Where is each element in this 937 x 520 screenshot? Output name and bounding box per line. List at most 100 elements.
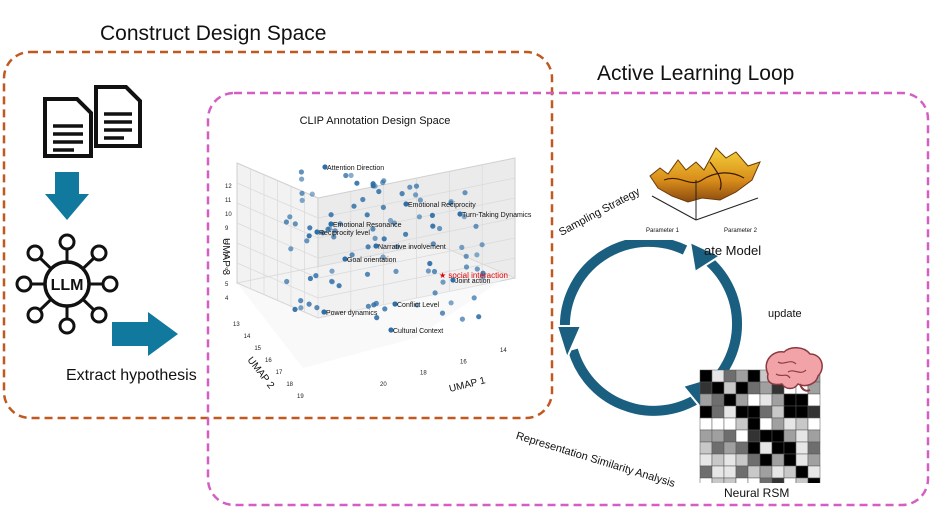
scatter-point xyxy=(307,225,313,231)
rsm-cell xyxy=(735,429,749,443)
rsm-cell xyxy=(771,441,785,455)
annotated-point xyxy=(328,221,334,227)
scatter-point xyxy=(407,184,413,190)
rsm-cell xyxy=(783,405,797,419)
scatter-point xyxy=(336,283,342,289)
z-tick-label: 9 xyxy=(225,226,229,232)
annotation-label: Joint action xyxy=(455,278,491,285)
rsm-cell xyxy=(723,465,737,479)
scatter-point xyxy=(332,228,338,234)
scatter-point xyxy=(413,183,420,189)
rsm-cell xyxy=(759,441,773,455)
rsm-cell xyxy=(747,417,761,431)
rsm-cell xyxy=(759,417,773,431)
rsm-cell xyxy=(711,441,725,455)
scatter-point xyxy=(337,221,343,227)
rsm-cell xyxy=(759,453,773,467)
chart-points xyxy=(283,169,486,322)
scatter-point xyxy=(364,271,371,277)
rsm-cell xyxy=(699,429,713,443)
scatter-point xyxy=(299,197,305,203)
clip-scatter-chart: CLIP Annotation Design Space 45678910111… xyxy=(220,115,532,400)
chart-grid xyxy=(236,164,516,313)
z-tick-label: 8 xyxy=(225,240,229,246)
scatter-point xyxy=(288,246,294,252)
z-tick-label: 7 xyxy=(225,254,229,260)
rsm-cell xyxy=(699,417,713,431)
rsm-cell xyxy=(795,393,809,407)
y-tick-label: 18 xyxy=(286,382,293,388)
scatter-point xyxy=(463,264,470,270)
scatter-point xyxy=(440,279,446,285)
z-tick-label: 12 xyxy=(225,184,232,190)
scatter-point xyxy=(414,302,420,308)
rsm-cell xyxy=(735,453,749,467)
annotation-label: Narrative involvement xyxy=(378,244,446,251)
rsm-cell xyxy=(723,381,737,395)
scatter-point xyxy=(380,204,386,210)
rsm-cell xyxy=(759,405,773,419)
annotated-point xyxy=(450,277,456,283)
annotated-point xyxy=(388,327,394,333)
annotated-point xyxy=(392,301,398,307)
rsm-cell xyxy=(723,405,737,419)
scatter-point xyxy=(329,278,335,284)
rsm-cell xyxy=(807,405,821,419)
annotation-label: Attention Direction xyxy=(327,165,384,172)
y-tick-label: 14 xyxy=(244,334,251,340)
scatter-point xyxy=(439,310,446,316)
update-label: update xyxy=(768,308,802,320)
z-tick-label: 6 xyxy=(225,268,229,274)
rsm-cell xyxy=(699,381,713,395)
rsm-cell xyxy=(747,393,761,407)
rsm-cell xyxy=(723,453,737,467)
rsm-cell xyxy=(735,393,749,407)
scatter-point xyxy=(351,203,357,209)
scatter-point xyxy=(429,212,435,218)
rsm-cell xyxy=(759,477,773,483)
rsm-cell xyxy=(759,429,773,443)
rsm-cell xyxy=(711,477,725,483)
annotation-label: Cultural Context xyxy=(393,328,443,335)
annotated-point xyxy=(342,256,348,262)
rsm-cell xyxy=(747,429,761,443)
scatter-point xyxy=(425,268,431,274)
rsm-cell xyxy=(711,393,725,407)
surrogate-model-label: ate Model xyxy=(704,243,762,258)
rsm-cell xyxy=(795,453,809,467)
y-tick-label: 15 xyxy=(254,346,261,352)
y-tick-label: 16 xyxy=(265,358,272,364)
scatter-point xyxy=(399,191,405,197)
y-tick-label: 13 xyxy=(233,322,240,328)
scatter-point xyxy=(299,190,305,196)
annotation-label: Reciprocity level xyxy=(319,230,370,237)
scatter-point xyxy=(476,314,482,320)
scatter-point xyxy=(480,274,486,280)
x-tick-label: 18 xyxy=(420,371,427,377)
scatter-point xyxy=(479,242,485,248)
scatter-point xyxy=(387,217,394,224)
rsm-cell xyxy=(771,417,785,431)
z-tick-label: 4 xyxy=(225,296,229,302)
scatter-point xyxy=(393,268,399,274)
x-tick-label: 20 xyxy=(380,382,387,388)
scatter-point xyxy=(430,241,436,247)
annotated-point xyxy=(322,164,328,170)
scatter-point xyxy=(299,176,305,182)
scatter-point xyxy=(314,305,320,311)
scatter-point xyxy=(417,197,423,203)
annotation-label: Goal orientation xyxy=(347,257,397,264)
scatter-point xyxy=(320,230,326,236)
rsm-cell xyxy=(759,393,773,407)
scatter-point xyxy=(459,316,465,322)
annotated-point xyxy=(457,211,463,217)
neural-rsm-label: Neural RSM xyxy=(724,486,790,500)
annotation-label: Emotional Resonance xyxy=(333,222,402,229)
rsm-cell xyxy=(771,405,785,419)
scatter-point xyxy=(431,268,438,275)
scatter-point xyxy=(437,225,443,232)
down-arrow-icon xyxy=(45,172,89,220)
rsm-cell xyxy=(735,417,749,431)
